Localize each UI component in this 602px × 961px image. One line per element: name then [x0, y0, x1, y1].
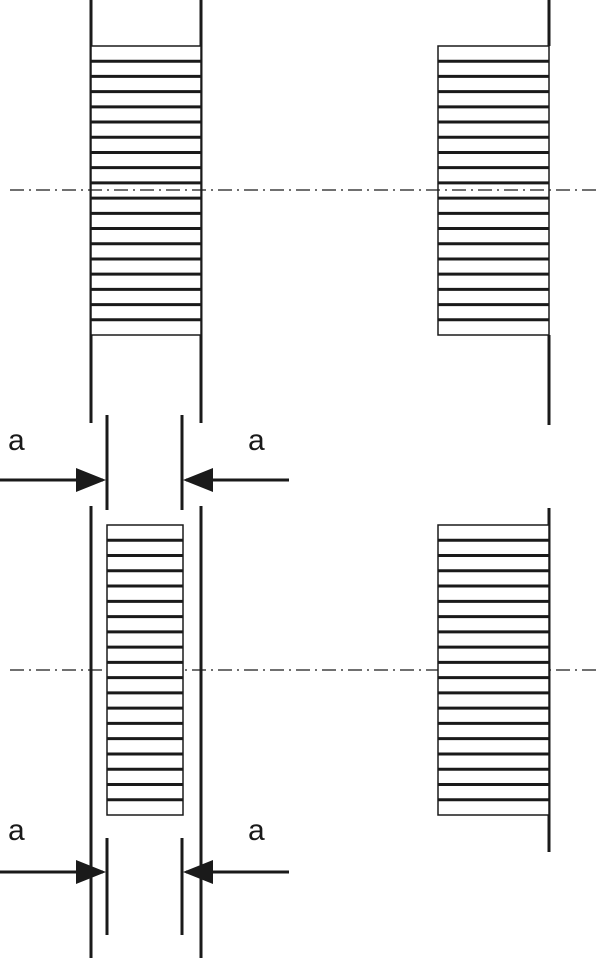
bottom-left-block-outline [106, 524, 184, 816]
bottom-left-frame [89, 506, 203, 840]
top-dimension [0, 415, 289, 510]
dim-label-bottom-left: a [8, 814, 25, 847]
dim-label-top-right: a [248, 424, 265, 457]
bottom-left-hatched-block [106, 524, 184, 816]
bottom-right-hatched-block [437, 524, 550, 816]
dim-label-bottom-right: a [248, 814, 265, 847]
bottom-dimension [0, 785, 289, 958]
bottom-right-block-outline [437, 524, 550, 816]
dim-label-top-left: a [8, 424, 25, 457]
